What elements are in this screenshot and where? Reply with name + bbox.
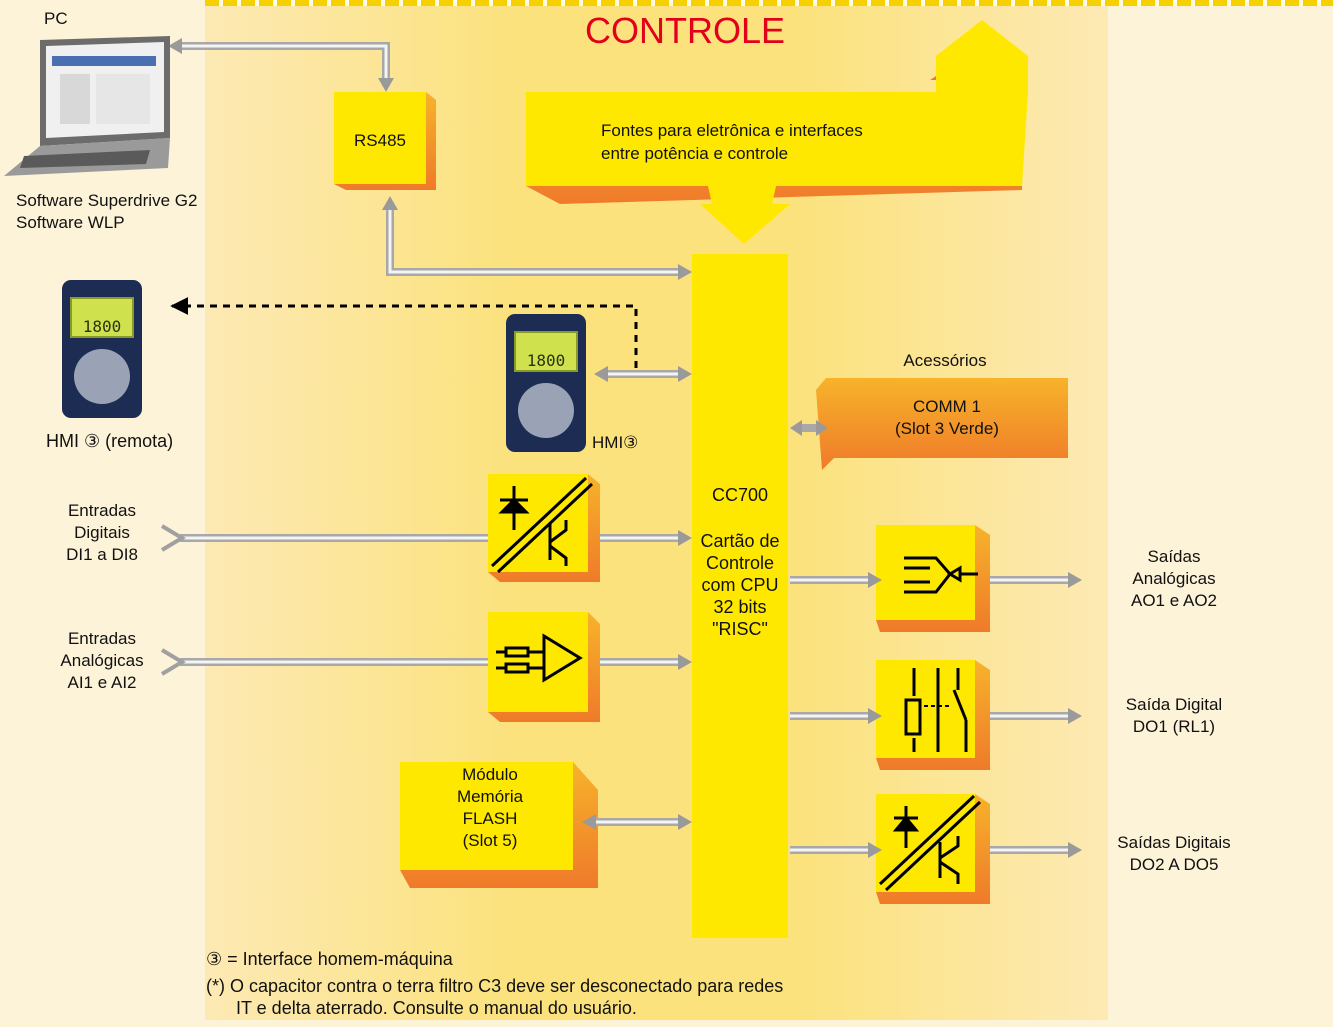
- power-supply-line1: Fontes para eletrônica e interfaces: [601, 121, 863, 140]
- analog-inputs-line2: Analógicas: [60, 651, 144, 670]
- flash-line2: Memória: [456, 787, 524, 806]
- relay-output-line2: DO1 (RL1): [1132, 717, 1216, 736]
- analog-inputs-line3: AI1 e AI2: [67, 673, 137, 692]
- digital-inputs-line1: Entradas: [67, 501, 137, 520]
- hmi-remote-keypad-icon: [74, 349, 130, 405]
- accessories-header: Acessórios: [903, 351, 987, 370]
- cpu-desc-3: com CPU: [701, 575, 779, 595]
- diagram-title: CONTROLE: [584, 10, 786, 51]
- hmi-local-display: 1800: [514, 330, 578, 372]
- hmi-local-device: 1800: [506, 314, 586, 452]
- cpu-desc-4: 32 bits: [713, 597, 767, 617]
- analog-outputs-line1: Saídas: [1147, 547, 1201, 566]
- hmi-remote-label: HMI ③ (remota): [46, 431, 174, 451]
- power-supply-arrow: [526, 20, 1028, 244]
- relay-output-symbol: [904, 668, 968, 752]
- hmi-remote-display: 1800: [70, 296, 134, 338]
- software-wlp: Software WLP: [16, 213, 125, 232]
- note-capacitor-2: IT e delta aterrado. Consulte o manual d…: [236, 998, 637, 1018]
- digital-inputs-line2: Digitais: [74, 523, 130, 542]
- flash-line1: Módulo: [462, 765, 518, 784]
- flash-line3: FLASH: [462, 809, 518, 828]
- double-line-inner: [178, 44, 1070, 852]
- software-superdrive: Software Superdrive G2: [16, 191, 198, 210]
- digital-outputs-line1: Saídas Digitais: [1117, 833, 1231, 852]
- cpu-card-cc700: CC700 Cartão de Controle com CPU 32 bits…: [692, 254, 788, 938]
- cpu-model: CC700: [711, 485, 769, 505]
- power-supply-line2: entre potência e controle: [601, 144, 789, 163]
- cpu-desc-2: Controle: [705, 553, 775, 573]
- input-connectors: [160, 524, 186, 676]
- flash-memory-box: Módulo Memória FLASH (Slot 5): [400, 762, 573, 870]
- comm1-slot: (Slot 3 Verde): [895, 419, 999, 438]
- top-dashed-border: [205, 0, 1333, 6]
- hmi-remote-device: 1800: [62, 280, 142, 418]
- rs485-box: RS485: [334, 92, 426, 184]
- pc-label: PC: [44, 9, 68, 28]
- analog-inputs-line1: Entradas: [67, 629, 137, 648]
- comm1-label: COMM 1: [913, 397, 981, 416]
- cpu-desc-5: "RISC": [712, 619, 768, 639]
- analog-outputs-line2: Analógicas: [1132, 569, 1216, 588]
- analog-outputs-line3: AO1 e AO2: [1131, 591, 1217, 610]
- optocoupler-output-symbol: [878, 794, 982, 892]
- note-capacitor-1: (*) O capacitor contra o terra filtro C3…: [206, 976, 784, 996]
- amplifier-input-symbol: [496, 633, 583, 683]
- rs485-label: RS485: [354, 131, 406, 150]
- note-hmi-legend: ③ = Interface homem-máquina: [206, 949, 453, 969]
- digital-outputs-line2: DO2 A DO5: [1129, 855, 1219, 874]
- optocoupler-input-symbol: [490, 476, 594, 574]
- digital-inputs-line3: DI1 a DI8: [66, 545, 138, 564]
- cpu-desc-1: Cartão de: [700, 531, 780, 551]
- hmi-local-label: HMI③: [592, 433, 639, 452]
- hmi-local-keypad-icon: [518, 383, 574, 439]
- laptop-icon: [4, 36, 170, 176]
- analog-output-symbol: [904, 556, 978, 594]
- arrow-heads: [168, 38, 1082, 858]
- flash-line4: (Slot 5): [462, 831, 518, 850]
- relay-output-line1: Saída Digital: [1125, 695, 1223, 714]
